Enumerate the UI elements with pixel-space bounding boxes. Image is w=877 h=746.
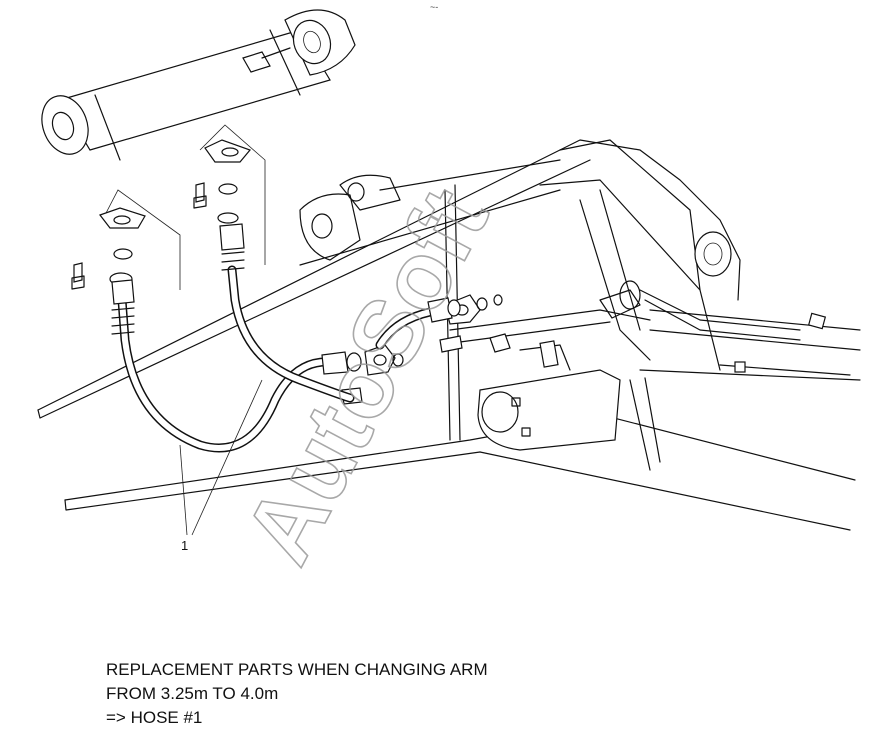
caption-line-1: REPLACEMENT PARTS WHEN CHANGING ARM — [106, 660, 488, 679]
corner-mark: ~- — [430, 2, 438, 12]
hose-upper — [375, 297, 461, 350]
hydraulic-hose-diagram: ~- — [37, 2, 861, 581]
callout-label-1: 1 — [181, 538, 188, 553]
hydraulic-cylinder — [41, 9, 356, 161]
caption-block: REPLACEMENT PARTS WHEN CHANGING ARM FROM… — [106, 658, 706, 730]
flange-assembly-lower — [71, 189, 181, 290]
hose-1-right — [219, 223, 355, 403]
flange-assembly-upper — [193, 124, 266, 265]
callout-leader: 1 — [179, 379, 263, 553]
caption-line-3: => HOSE #1 — [106, 708, 203, 727]
caption-line-2: FROM 3.25m TO 4.0m — [106, 684, 279, 703]
watermark: AutoSoft — [224, 172, 509, 580]
